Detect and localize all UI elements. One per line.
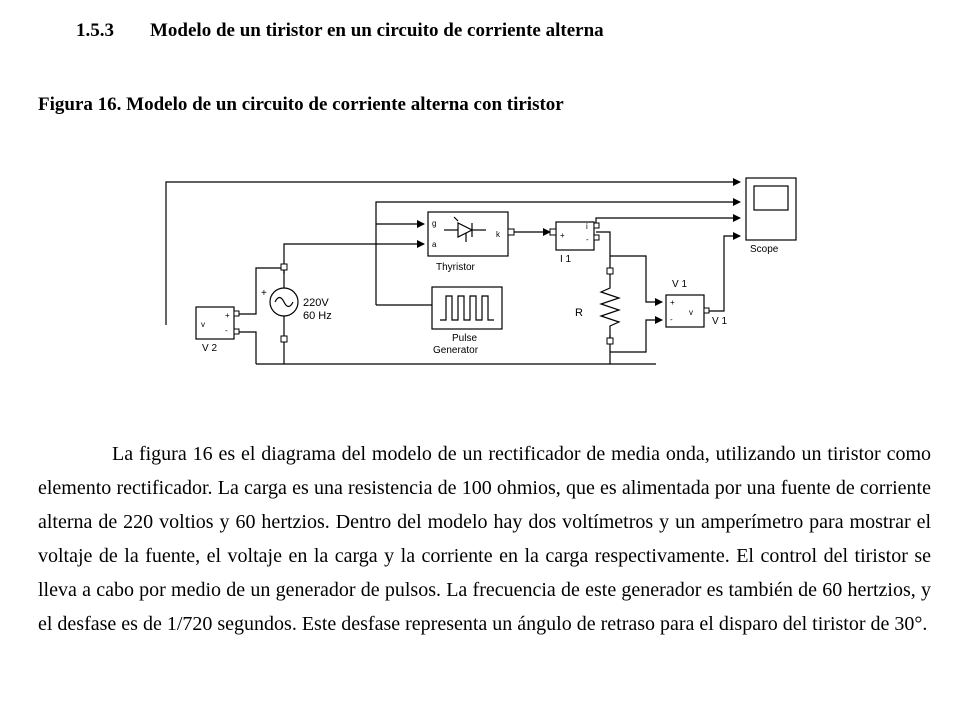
section-number: 1.5.3 [76,20,114,41]
pulse-wave-icon [440,295,494,321]
v1-label-top: V 1 [672,279,687,290]
scope-label: Scope [750,244,779,255]
source-plus-sign: + [261,288,267,299]
ammeter-label: I 1 [560,254,572,265]
source-frequency: 60 Hz [303,310,332,322]
resistor-r[interactable]: R [575,267,621,345]
circuit-diagram: v + - V 2 + 220V 60 Hz g a k Thyristor [165,177,797,365]
thyristor-port-k: k [496,230,501,239]
voltmeter-v2[interactable]: v + - V 2 [195,306,240,354]
v1-port-v: v [689,308,693,317]
circuit-wires [165,178,741,365]
pulse-label-2: Generator [433,345,479,356]
thyristor-block[interactable]: g a k Thyristor [427,211,515,273]
thyristor-icon [444,216,486,242]
v1-port-minus: - [670,315,673,324]
thyristor-port-a: a [432,240,437,249]
ac-voltage-source[interactable]: + 220V 60 Hz [261,263,332,343]
v1-label-right: V 1 [712,316,727,327]
ammeter-port-minus: - [586,235,589,244]
thyristor-label: Thyristor [436,262,476,273]
ammeter-port-i: i [586,222,588,231]
ammeter-i1[interactable]: + i - I 1 [549,221,600,265]
voltmeter-v1[interactable]: + - v V 1 V 1 [665,279,727,328]
resistor-icon [599,274,621,338]
section-heading: 1.5.3 Modelo de un tiristor en un circuit… [76,20,604,42]
v2-label: V 2 [202,343,217,354]
body-paragraph: La figura 16 es el diagrama del modelo d… [38,443,931,635]
v1-port-plus: + [670,298,675,307]
source-voltage: 220V [303,297,329,309]
pulse-generator-block[interactable]: Pulse Generator [431,286,503,356]
resistor-label: R [575,307,583,319]
v2-port-plus: + [225,311,230,320]
pulse-label-1: Pulse [452,333,477,344]
thyristor-port-g: g [432,219,436,228]
figure-caption: Figura 16. Modelo de un circuito de corr… [38,94,564,115]
v2-port-minus: - [225,326,228,335]
scope-screen-icon [753,185,789,211]
section-title: Modelo de un tiristor en un circuito de … [150,20,604,41]
scope-block[interactable]: Scope [745,177,797,255]
v2-port-v: v [201,320,205,329]
ammeter-port-plus: + [560,231,565,240]
